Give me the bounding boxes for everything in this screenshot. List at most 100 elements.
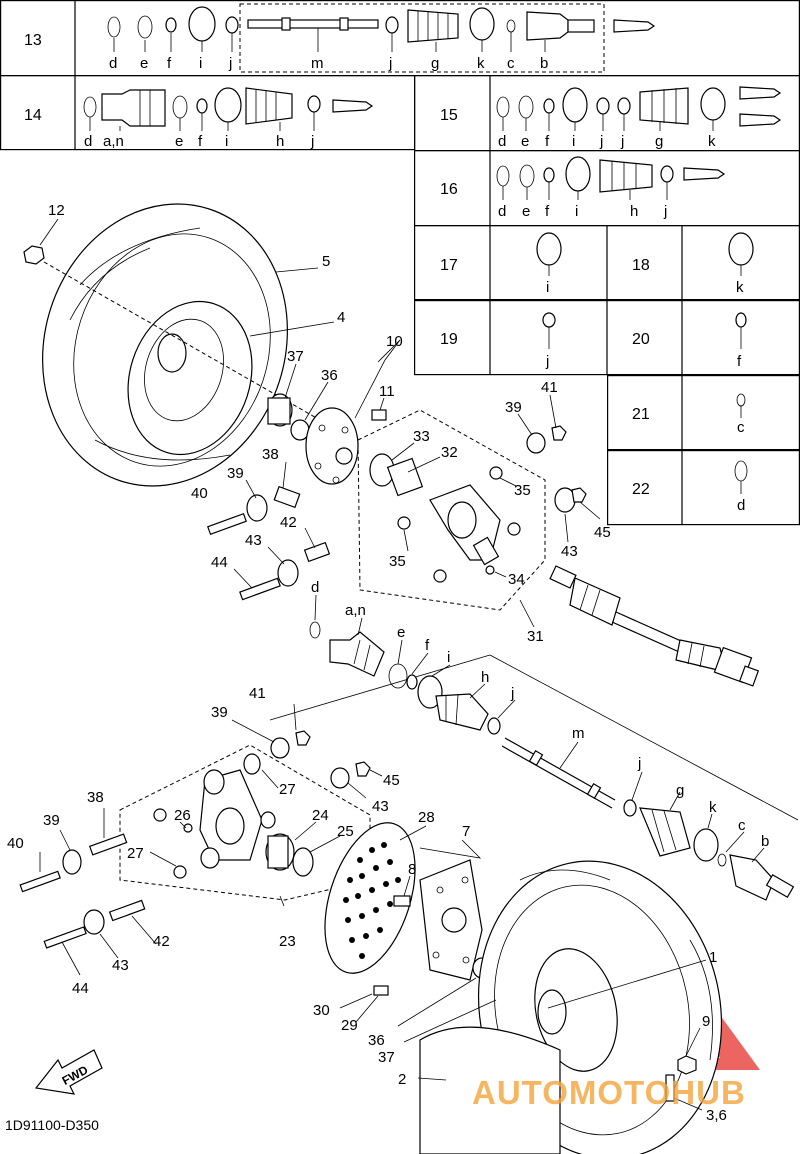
callout-a-n: a,n [345,602,366,619]
fwd-arrow [34,1049,103,1095]
callout-36-bottom: 36 [368,1032,385,1049]
callout-42-bottom: 42 [153,933,170,950]
row-13-letter-i: i [199,55,202,72]
callout-37-bottom: 37 [378,1049,395,1066]
callout-28: 28 [418,809,435,826]
callout-41-top: 41 [541,379,558,396]
callout-11: 11 [379,383,395,400]
row-14-letter-i: i [225,133,228,150]
callout-35-top: 35 [514,482,531,499]
callout-34: 34 [508,571,525,588]
row-18-letter-k: k [736,279,744,296]
callout-e: e [397,624,405,641]
row-13-letter-d: d [109,55,117,72]
row-14-letter-d: d [84,133,92,150]
callout-43-bottom-right: 43 [372,798,389,815]
drawing-code: 1D91100-D350 [5,1117,99,1133]
row-15-letter-d: d [498,133,506,150]
parts-kit-table: 13 14 15 16 17 18 19 20 21 22 d [0,0,800,526]
callout-39-top-left: 39 [227,465,244,482]
front-drive-shaft [549,565,760,687]
callout-43-top-left: 43 [245,532,262,549]
row-15-number: 15 [440,107,458,124]
row-13-number: 13 [24,32,42,49]
row-14-number: 14 [24,107,42,124]
row-13-letter-g: g [431,55,439,72]
rear-wheel [419,860,723,1154]
callout-5: 5 [322,253,330,270]
callout-43-bottom-left: 43 [112,957,129,974]
callout-33: 33 [413,428,430,445]
callout-j-right: j [637,755,641,772]
callout-23: 23 [279,933,296,950]
row-17-letter-i: i [546,279,549,296]
callout-27-right: 27 [279,781,296,798]
callout-2: 2 [398,1071,406,1088]
row-14-letter-an: a,n [103,133,124,150]
row-16-letter-e: e [522,203,530,220]
callout-38-bottom: 38 [87,789,104,806]
callout-4: 4 [337,309,345,326]
callout-37-top: 37 [287,348,304,365]
callout-26: 26 [174,807,191,824]
callout-25: 25 [337,823,354,840]
row-20-letter-f: f [737,353,742,370]
callout-39-bottom-left: 39 [43,812,60,829]
row-15-letter-j2: j [620,133,624,150]
row-14-letter-j: j [310,133,314,150]
row-16-letter-h: h [630,203,638,220]
row-15-letter-e: e [521,133,529,150]
callout-m: m [572,725,585,742]
callout-24: 24 [312,807,329,824]
row-19-letter-j: j [545,353,549,370]
brake-disc-hub [324,822,527,1006]
row-21-number: 21 [632,406,650,423]
row-13-letter-k: k [477,55,485,72]
knuckle-assembly-upper [357,409,546,611]
callout-1: 1 [709,949,717,966]
row-16-letter-i: i [575,203,578,220]
callout-31: 31 [527,628,544,645]
callout-40-top: 40 [191,485,208,502]
callout-9: 9 [702,1013,710,1030]
callout-k: k [709,799,717,816]
row-17-number: 17 [440,257,458,274]
upper-hardware [23,245,587,601]
row-15-letter-i: i [572,133,575,150]
callout-39-bottom-top: 39 [211,704,228,721]
row-14-letter-f: f [198,133,203,150]
row-18-number: 18 [632,257,650,274]
callout-g: g [676,782,684,799]
row-13-letter-e: e [140,55,148,72]
knuckle-assembly-lower [19,730,371,949]
row-16-letter-f: f [545,203,550,220]
callout-30: 30 [313,1002,330,1019]
callout-labels: 12 5 4 37 36 10 11 41 39 33 32 35 38 39 … [7,202,769,1124]
callout-43-top-right: 43 [561,543,578,560]
row-15-letter-f: f [545,133,550,150]
row-19-number: 19 [440,331,458,348]
row-13-letter-j2: j [388,55,392,72]
row-15-letter-j: j [599,133,603,150]
front-wheel [42,203,288,487]
callout-45-bottom: 45 [383,772,400,789]
watermark-text: AUTOMOTOHUB [472,1074,746,1111]
row-20-number: 20 [632,331,650,348]
callout-12: 12 [48,202,65,219]
leader-lines [39,218,765,1111]
callout-36-top: 36 [321,367,338,384]
callout-d: d [311,579,319,596]
row-13-letter-f: f [167,55,172,72]
callout-41-bottom: 41 [249,685,266,702]
callout-27-left: 27 [127,845,144,862]
callout-b: b [761,833,769,850]
row-15-letter-g: g [655,133,663,150]
callout-3-6: 3,6 [706,1107,727,1124]
callout-35-mid: 35 [389,553,406,570]
callout-f: f [425,637,430,654]
shaft-breakdown [269,621,799,901]
row-13-letter-j: j [228,55,232,72]
row-16-letter-d: d [498,203,506,220]
callout-7: 7 [462,823,470,840]
